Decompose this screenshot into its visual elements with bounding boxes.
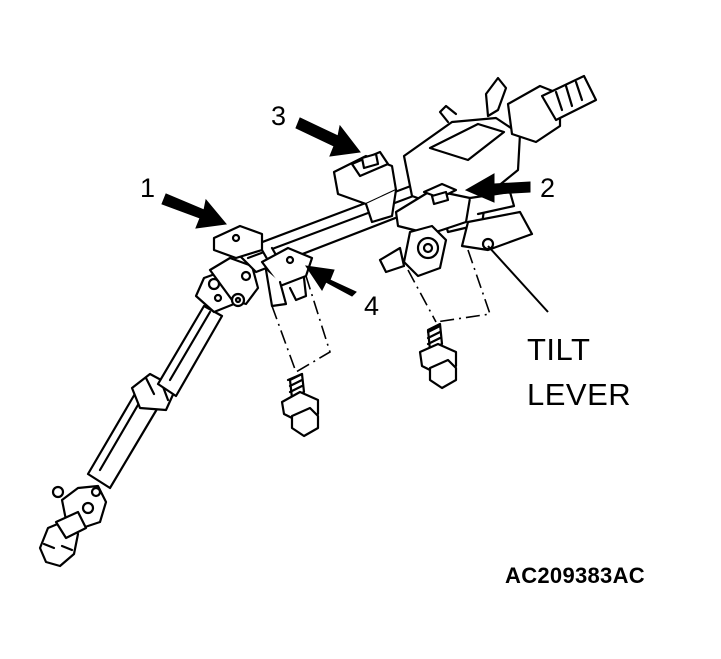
callout-arrows <box>161 117 531 297</box>
lower-universal-joint <box>38 484 108 568</box>
arrow-3 <box>295 117 361 157</box>
tilt-lever-leader <box>487 245 549 313</box>
arrow-2 <box>464 173 531 203</box>
column-clamp <box>332 150 398 224</box>
mounting-bolt-right <box>418 322 458 390</box>
mounting-bolt-left <box>280 372 320 438</box>
callout-3-label: 3 <box>271 101 287 131</box>
tilt-bracket <box>378 182 534 278</box>
tilt-lever-label-line1: TILT <box>527 332 591 367</box>
arrow-1 <box>161 193 227 229</box>
upper-universal-joint <box>194 256 260 314</box>
tilt-lever-label-line2: LEVER <box>527 377 632 412</box>
callout-4-label: 4 <box>364 291 380 321</box>
lower-column-bracket <box>212 224 314 308</box>
key-cylinder <box>484 74 598 144</box>
arrow-4 <box>304 265 357 297</box>
alignment-lines <box>271 249 492 373</box>
intermediate-shaft <box>86 304 224 490</box>
callout-1-label: 1 <box>140 173 156 203</box>
callout-2-label: 2 <box>540 173 556 203</box>
figure-id-label: AC209383AC <box>505 563 645 588</box>
